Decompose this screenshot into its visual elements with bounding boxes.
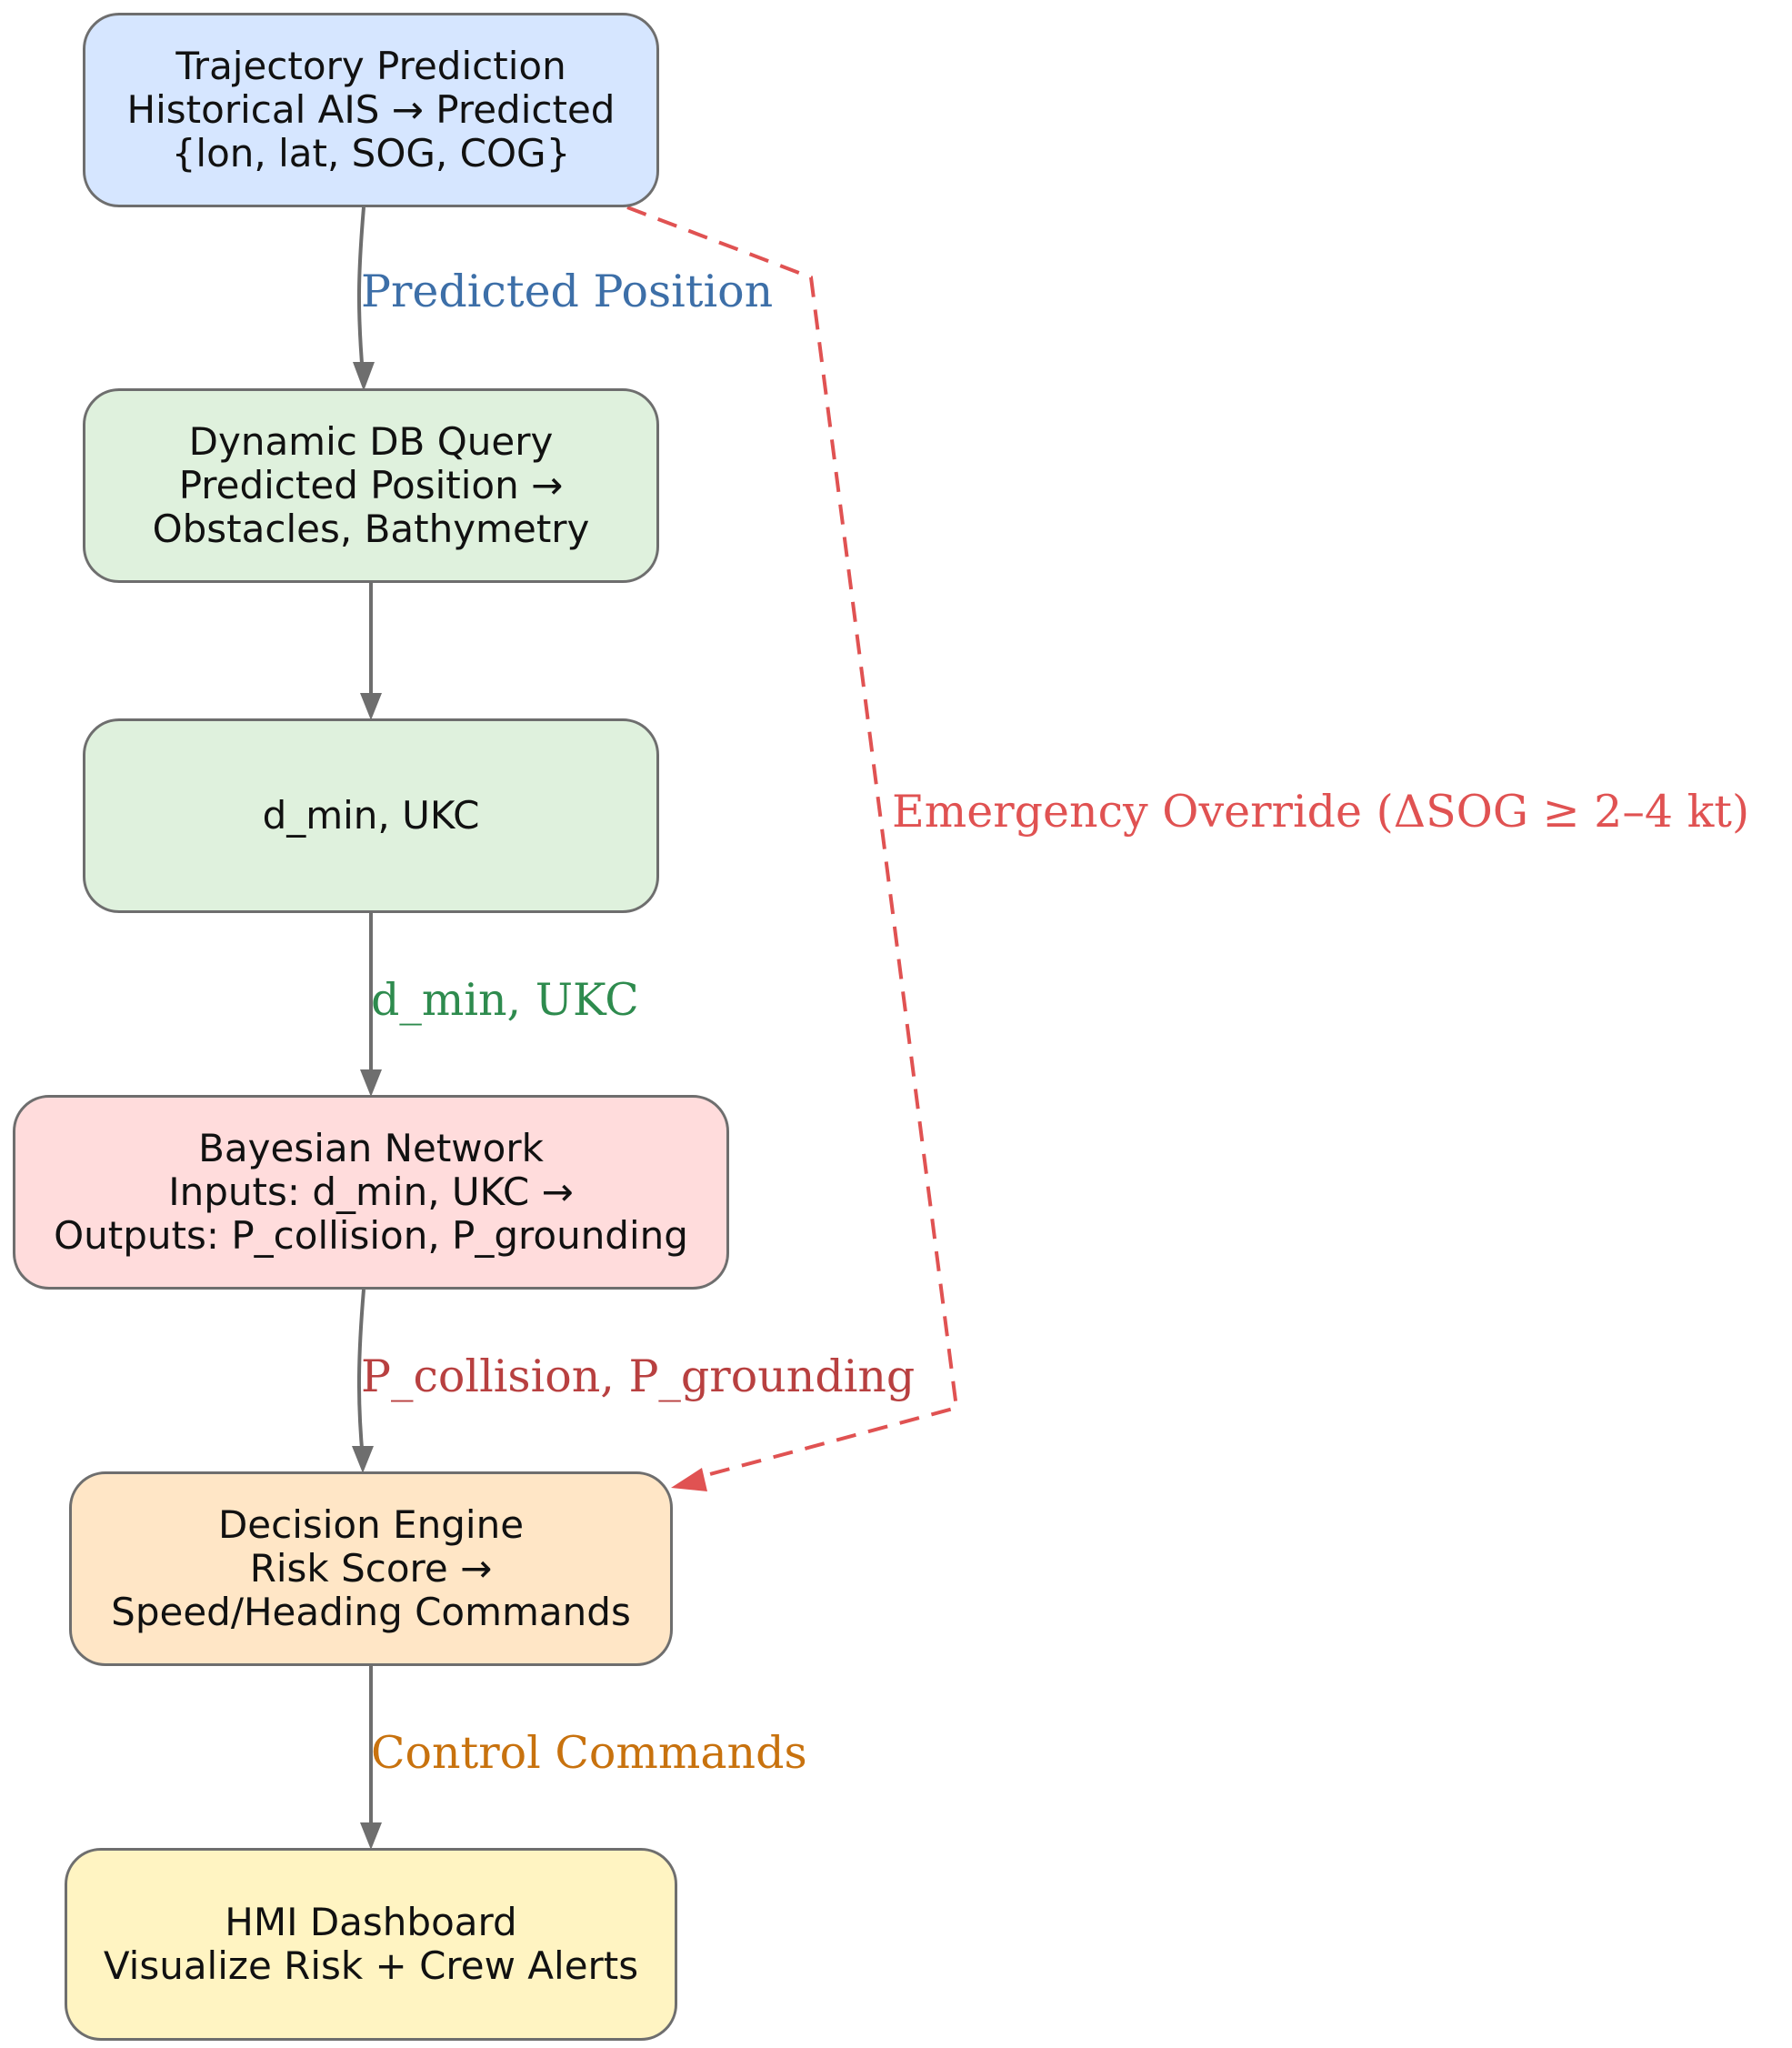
arrowhead-dbquery	[353, 362, 375, 391]
node-text-line: Trajectory Prediction	[175, 44, 566, 88]
edge-label-emergency-override: Emergency Override (ΔSOG ≥ 2–4 kt)	[892, 786, 1750, 838]
node-text-line: HMI Dashboard	[225, 1900, 517, 1944]
node-text-line: Risk Score →	[249, 1546, 493, 1591]
node-text-line: Dynamic DB Query	[188, 419, 554, 464]
node-text-line: Speed/Heading Commands	[111, 1590, 631, 1634]
node-text-line: Historical AIS → Predicted	[126, 87, 616, 132]
node-text-line: Obstacles, Bathymetry	[152, 507, 590, 551]
node-dmin-ukc: d_min, UKC	[83, 718, 659, 913]
edge-label-dmin-ukc: d_min, UKC	[371, 974, 639, 1026]
arrowhead-metrics	[360, 693, 382, 720]
edge-label-predicted-position: Predicted Position	[361, 266, 774, 317]
edge-label-probabilities: P_collision, P_grounding	[361, 1350, 916, 1402]
node-text-line: Bayesian Network	[198, 1126, 544, 1170]
edge-trajectory-to-dbquery	[356, 206, 365, 376]
node-text-line: Predicted Position →	[178, 463, 564, 507]
node-text-line: d_min, UKC	[262, 793, 480, 838]
edge-label-control-commands: Control Commands	[371, 1727, 807, 1779]
arrowhead-emergency	[671, 1468, 707, 1491]
arrowhead-decision	[352, 1446, 374, 1473]
arrowhead-bayes	[360, 1069, 382, 1097]
node-text-line: Decision Engine	[217, 1502, 525, 1547]
arrowhead-hmi	[360, 1822, 382, 1850]
node-text-line: Outputs: P_collision, P_grounding	[54, 1213, 688, 1258]
node-text-line: Visualize Risk + Crew Alerts	[103, 1943, 639, 1988]
edge-emergency-override	[626, 206, 959, 1482]
node-text-line: {lon, lat, SOG, COG}	[171, 131, 571, 176]
node-text-line: Inputs: d_min, UKC →	[168, 1170, 574, 1214]
edge-bayes-to-decision	[356, 1289, 365, 1460]
